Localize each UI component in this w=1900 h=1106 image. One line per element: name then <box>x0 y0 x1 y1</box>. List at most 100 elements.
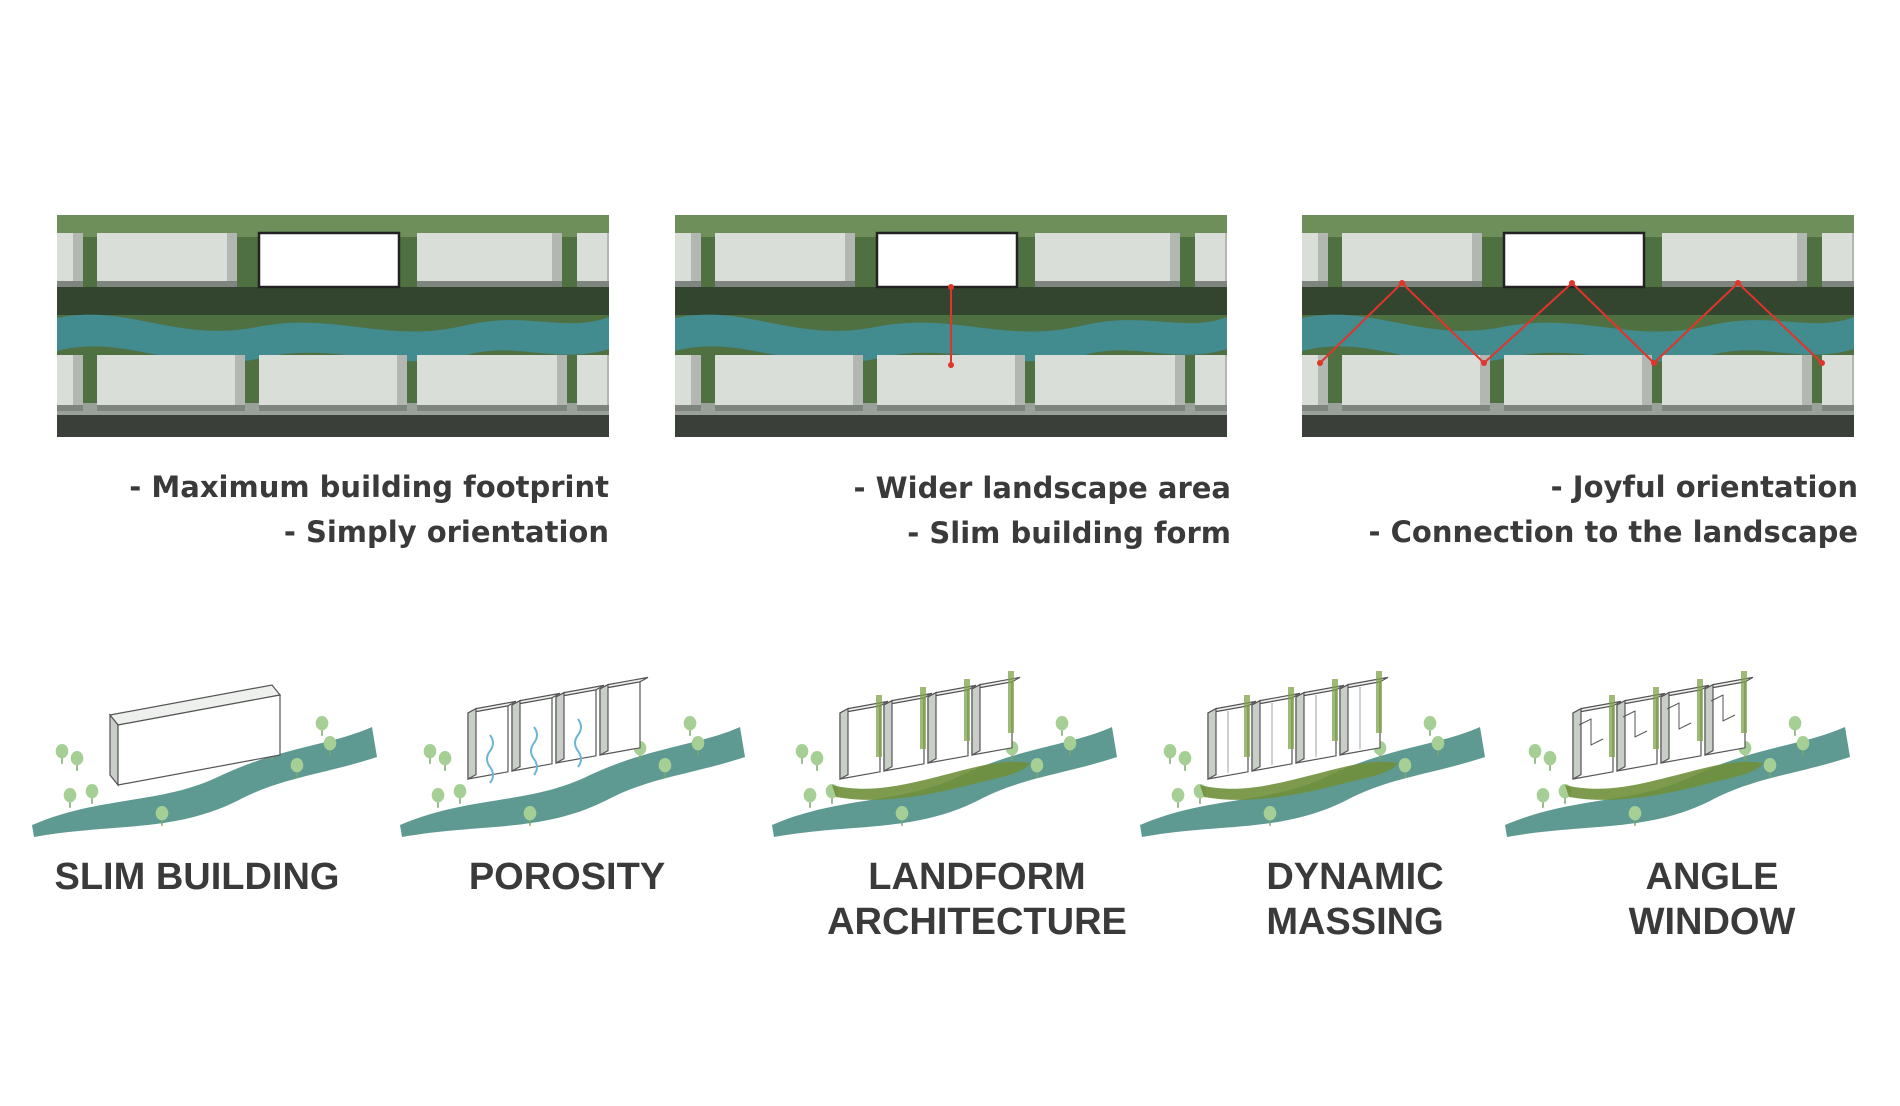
building-base <box>675 405 701 411</box>
building-shade <box>73 355 83 405</box>
caption-line: - Slim building form <box>907 516 1231 550</box>
tree-icon <box>1423 716 1437 731</box>
river-band <box>772 727 1117 837</box>
building-block <box>1035 233 1180 281</box>
caption-line: - Maximum building footprint <box>129 470 609 504</box>
building-shade <box>1170 233 1180 281</box>
tree-icon <box>1628 806 1642 821</box>
building-block <box>715 233 855 281</box>
building-base <box>1662 281 1807 287</box>
tree-icon <box>1788 716 1802 731</box>
green-landform <box>1200 761 1398 800</box>
building-side <box>1660 691 1670 765</box>
road-bottom <box>1302 415 1854 437</box>
highlight-building <box>257 231 401 289</box>
caption-line: - Connection to the landscape <box>1368 515 1858 549</box>
route-node <box>1569 280 1575 286</box>
building-base <box>1302 405 1328 411</box>
tree-icon <box>431 788 445 803</box>
building-block <box>1662 233 1807 281</box>
highlight-building <box>875 231 1019 289</box>
building-block <box>1504 355 1652 405</box>
tree-icon <box>1763 758 1777 773</box>
caption-option-1: - Maximum building footprint - Simply or… <box>57 465 609 555</box>
green-wall <box>920 687 926 749</box>
building-side <box>555 691 565 765</box>
tree-icon <box>1543 751 1557 766</box>
building-shade <box>607 355 609 405</box>
strategy-label-line: ANGLE <box>1645 856 1779 898</box>
tree-icon <box>155 806 169 821</box>
strategy-label-line: WINDOW <box>1628 901 1796 943</box>
river-band <box>1140 727 1485 837</box>
caption-option-2: - Wider landscape area - Slim building f… <box>675 466 1231 556</box>
iso-svg <box>1505 671 1850 837</box>
iso-svg <box>772 671 1117 837</box>
green-wall <box>1741 671 1747 733</box>
route-node <box>1399 280 1405 286</box>
building-side <box>927 691 937 765</box>
route-node <box>1481 360 1487 366</box>
building-shade <box>235 355 245 405</box>
building-block <box>1195 233 1227 281</box>
tree-icon <box>1536 788 1550 803</box>
tree-icon <box>70 751 84 766</box>
building-side <box>109 713 119 787</box>
tree-icon <box>453 784 467 799</box>
strategy-label-line: POROSITY <box>468 856 666 898</box>
airflow-arrow <box>530 726 538 776</box>
building-base <box>97 281 237 287</box>
building-shade <box>691 233 701 281</box>
route-node <box>1317 360 1323 366</box>
tree-icon <box>803 788 817 803</box>
building-shade <box>1318 233 1328 281</box>
building-base <box>1822 405 1854 411</box>
building-side <box>1207 707 1217 781</box>
tree-icon <box>63 788 77 803</box>
building-block <box>1195 355 1227 405</box>
building-shade <box>1642 355 1652 405</box>
building-block <box>1342 233 1482 281</box>
building-shade <box>607 233 609 281</box>
river <box>1302 314 1854 363</box>
grass-strip-top <box>675 215 1227 237</box>
building-base <box>417 405 567 411</box>
building-shade <box>1802 355 1812 405</box>
angle-window-frame <box>1622 710 1648 738</box>
building-shade <box>73 233 83 281</box>
building-shade <box>557 355 567 405</box>
iso-diagram-landform-architecture <box>762 655 1122 855</box>
building-side <box>883 699 893 773</box>
building-shade <box>227 233 237 281</box>
building-shade <box>1225 355 1227 405</box>
building-base <box>1035 405 1185 411</box>
green-wall <box>1244 695 1250 757</box>
building-side <box>1251 699 1261 773</box>
tree-icon <box>438 751 452 766</box>
caption-line: - Simply orientation <box>283 515 609 549</box>
building-block <box>417 355 567 405</box>
tree-icon <box>1796 736 1810 751</box>
building-block <box>417 233 562 281</box>
strategy-label-line: MASSING <box>1266 901 1444 943</box>
building-base <box>57 405 83 411</box>
tree-icon <box>1063 736 1077 751</box>
route-node <box>1735 280 1741 286</box>
building-base <box>1035 281 1180 287</box>
building-side <box>599 683 609 757</box>
building-side <box>511 699 521 773</box>
plan-svg <box>1302 215 1854 437</box>
building-block <box>1662 355 1812 405</box>
iso-diagram-angle-window <box>1495 655 1855 855</box>
iso-svg <box>32 684 377 837</box>
green-wall <box>1653 687 1659 749</box>
building-shade <box>1852 355 1854 405</box>
tree-icon <box>423 744 437 759</box>
plan-svg <box>675 215 1227 437</box>
iso-diagram-porosity <box>390 655 750 855</box>
highlight-building <box>1502 231 1646 289</box>
tree-icon <box>1263 806 1277 821</box>
tree-icon <box>1030 758 1044 773</box>
building-base <box>57 281 83 287</box>
road-bottom <box>57 415 609 437</box>
